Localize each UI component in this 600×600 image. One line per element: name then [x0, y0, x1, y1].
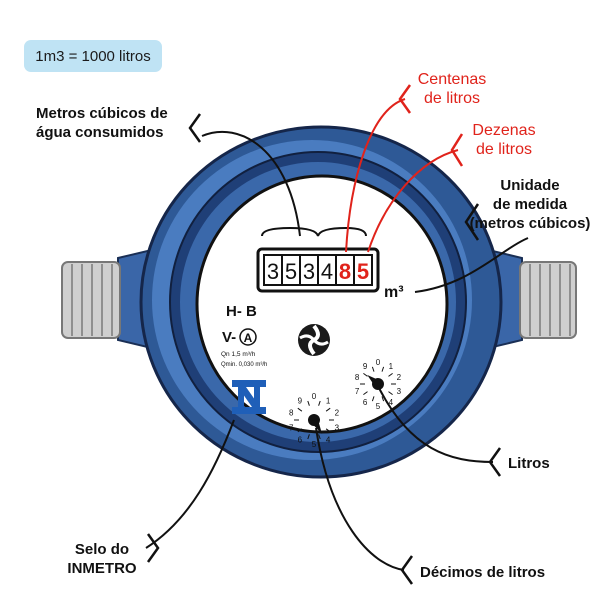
liters-dial-number-7: 7 — [355, 387, 360, 396]
class-h-text: H- B — [226, 303, 257, 320]
tenths-dial-number-6: 6 — [298, 435, 303, 444]
tenths-dial-tick — [318, 400, 321, 406]
liters-dial-number-4: 4 — [389, 398, 394, 407]
unit-label: Unidade de medida (metros cúbicos) — [469, 177, 591, 232]
tenths-dial-number-2: 2 — [335, 409, 340, 418]
tenths-dial-pointer — [310, 418, 322, 434]
tens-label: Dezenas de litros — [472, 122, 536, 158]
flow-minimum-text: Qmin. 0,030 m³/h — [221, 362, 267, 368]
flow-indicator-icon — [298, 324, 330, 356]
liters-dial-tick — [388, 391, 393, 396]
tenths-dial-number-7: 7 — [289, 423, 294, 432]
seal-leader — [145, 419, 235, 549]
cubic-meters-brace — [261, 226, 367, 237]
tenths-dial-number-0: 0 — [312, 392, 317, 401]
counter-digit-1: 3 — [267, 259, 279, 284]
meter-body — [139, 125, 503, 479]
liters-dial-tick — [363, 372, 368, 377]
seal-label: Selo do INMETRO — [67, 541, 137, 577]
red-leader-lines — [345, 98, 459, 253]
tenths-dial-tick — [307, 400, 310, 406]
class-v-text: V- — [222, 329, 236, 346]
red-label-brackets — [398, 84, 464, 167]
cubic-meters-leader — [201, 130, 301, 237]
counter-unit: m³ — [384, 284, 404, 301]
liters-label: Litros — [508, 455, 550, 472]
hundreds-label: Centenas de litros — [417, 71, 487, 107]
liters-dial-number-3: 3 — [397, 387, 402, 396]
conversion-badge: 1m3 = 1000 litros — [24, 40, 162, 72]
flow-nominal-text: Qn 1,5 m³/h — [221, 351, 256, 358]
liters-leader — [377, 385, 494, 463]
inmetro-seal-icon — [232, 380, 266, 414]
liters-dial-number-0: 0 — [376, 358, 381, 367]
counter-digit-2: 5 — [285, 259, 297, 284]
liters-dial-tick — [388, 372, 393, 377]
meter-markings: H- B V- A Qn 1,5 m³/h Qmin. 0,030 m³/h — [221, 303, 267, 368]
liters-dial-pointer — [367, 375, 381, 388]
tenths-dial-number-1: 1 — [326, 397, 331, 406]
counter-window: 3 5 3 4 8 5 m³ — [256, 247, 404, 301]
unit-leader — [414, 237, 529, 293]
tenths-dial-tick — [325, 407, 331, 412]
tenths-dial-tick — [318, 434, 321, 440]
liters-dial-tick — [381, 396, 385, 402]
tens-leader — [367, 149, 459, 253]
label-brackets — [146, 113, 502, 585]
liters-dial-tick — [371, 366, 375, 372]
tenths-dial-tick — [307, 434, 310, 440]
class-v-letter: A — [244, 331, 253, 345]
liters-dial-number-2: 2 — [397, 373, 402, 382]
liters-dial-number-8: 8 — [355, 373, 360, 382]
liters-dial-tick — [363, 391, 368, 396]
counter-digit-tens: 5 — [357, 259, 369, 284]
tenths-dial-number-5: 5 — [312, 440, 317, 449]
liters-dial-tick — [371, 396, 375, 402]
liters-dial-tick — [381, 366, 385, 372]
tenths-leader — [315, 427, 405, 571]
cubic-meters-label: Metros cúbicos de água consumidos — [36, 105, 168, 141]
counter-digit-hundreds: 8 — [339, 259, 351, 284]
tenths-dial-tick — [297, 428, 303, 433]
counter-digit-4: 4 — [321, 259, 333, 284]
liters-dial-number-5: 5 — [376, 402, 381, 411]
leader-lines — [145, 130, 529, 571]
tenths-dial-number-9: 9 — [298, 397, 303, 406]
tenths-dial-number-3: 3 — [335, 423, 340, 432]
liters-dial-number-9: 9 — [363, 362, 368, 371]
tenths-dial-tick — [325, 428, 331, 433]
tenths-dial-tick — [297, 407, 303, 412]
tenths-label: Décimos de litros — [420, 564, 546, 581]
class-circle-icon — [239, 328, 257, 346]
tenths-dial-number-8: 8 — [289, 409, 294, 418]
counter-digit-3: 3 — [303, 259, 315, 284]
liters-dial-number-6: 6 — [363, 398, 368, 407]
tenths-dial-number-4: 4 — [326, 435, 331, 444]
conversion-badge-text: 1m3 = 1000 litros — [35, 47, 151, 65]
hundreds-leader — [345, 98, 406, 253]
liters-dial-number-1: 1 — [389, 362, 394, 371]
